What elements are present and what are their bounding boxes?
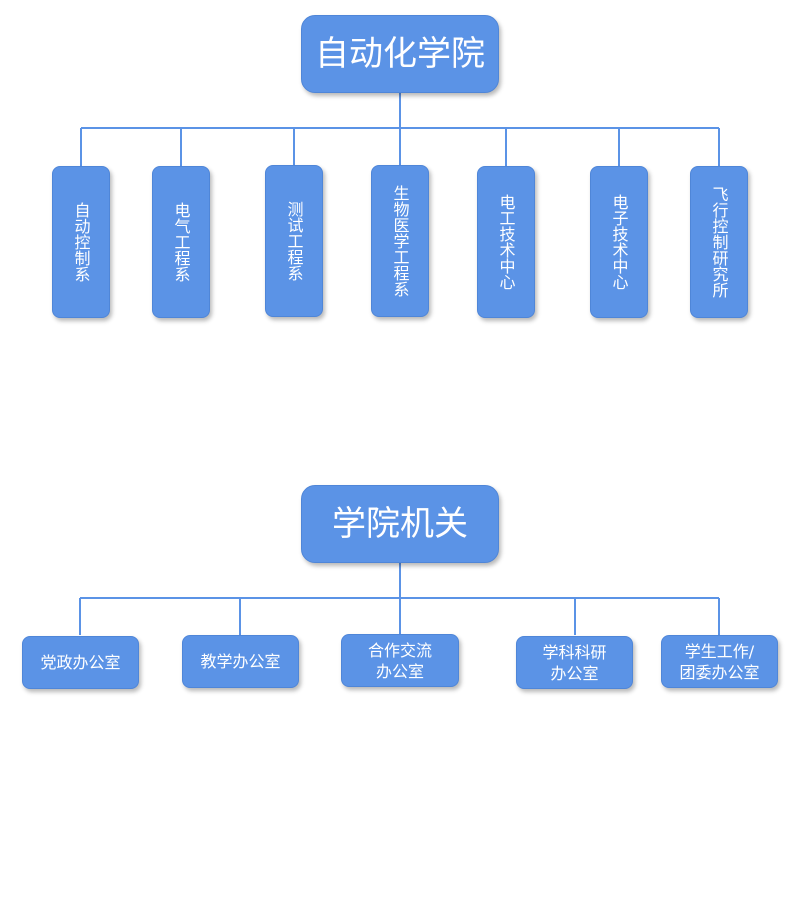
dept-node: 电子技术中心 — [590, 166, 648, 318]
dept-node: 测试工程系 — [265, 165, 323, 317]
office-node: 学生工作/ 团委办公室 — [661, 635, 778, 688]
dept-node: 电气工程系 — [152, 166, 210, 318]
office-node: 党政办公室 — [22, 636, 139, 689]
office-node: 学科科研 办公室 — [516, 636, 633, 689]
dept-node-label: 测试工程系 — [284, 201, 304, 281]
office-node: 教学办公室 — [182, 635, 299, 688]
office-node-label: 教学办公室 — [200, 652, 281, 671]
dept-node-label: 自动控制系 — [71, 202, 91, 282]
dept-node-label: 电气工程系 — [171, 202, 191, 282]
dept-node-label: 生物医学工程系 — [390, 185, 410, 297]
dept-node: 生物医学工程系 — [371, 165, 429, 317]
dept-node-label: 电工技术中心 — [496, 194, 516, 290]
root-node-school: 自动化学院 — [301, 15, 499, 93]
office-node-label: 党政办公室 — [40, 653, 121, 672]
dept-node-label: 飞行控制研究所 — [709, 186, 729, 298]
dept-node: 电工技术中心 — [477, 166, 535, 318]
dept-node-label: 电子技术中心 — [609, 194, 629, 290]
root-node-admin: 学院机关 — [301, 485, 499, 563]
office-node-label: 学科科研 办公室 — [542, 642, 607, 683]
dept-node: 飞行控制研究所 — [690, 166, 748, 318]
office-node-label: 合作交流 办公室 — [367, 640, 432, 681]
office-node-label: 学生工作/ 团委办公室 — [679, 641, 760, 682]
dept-node: 自动控制系 — [52, 166, 110, 318]
office-node: 合作交流 办公室 — [341, 634, 459, 687]
